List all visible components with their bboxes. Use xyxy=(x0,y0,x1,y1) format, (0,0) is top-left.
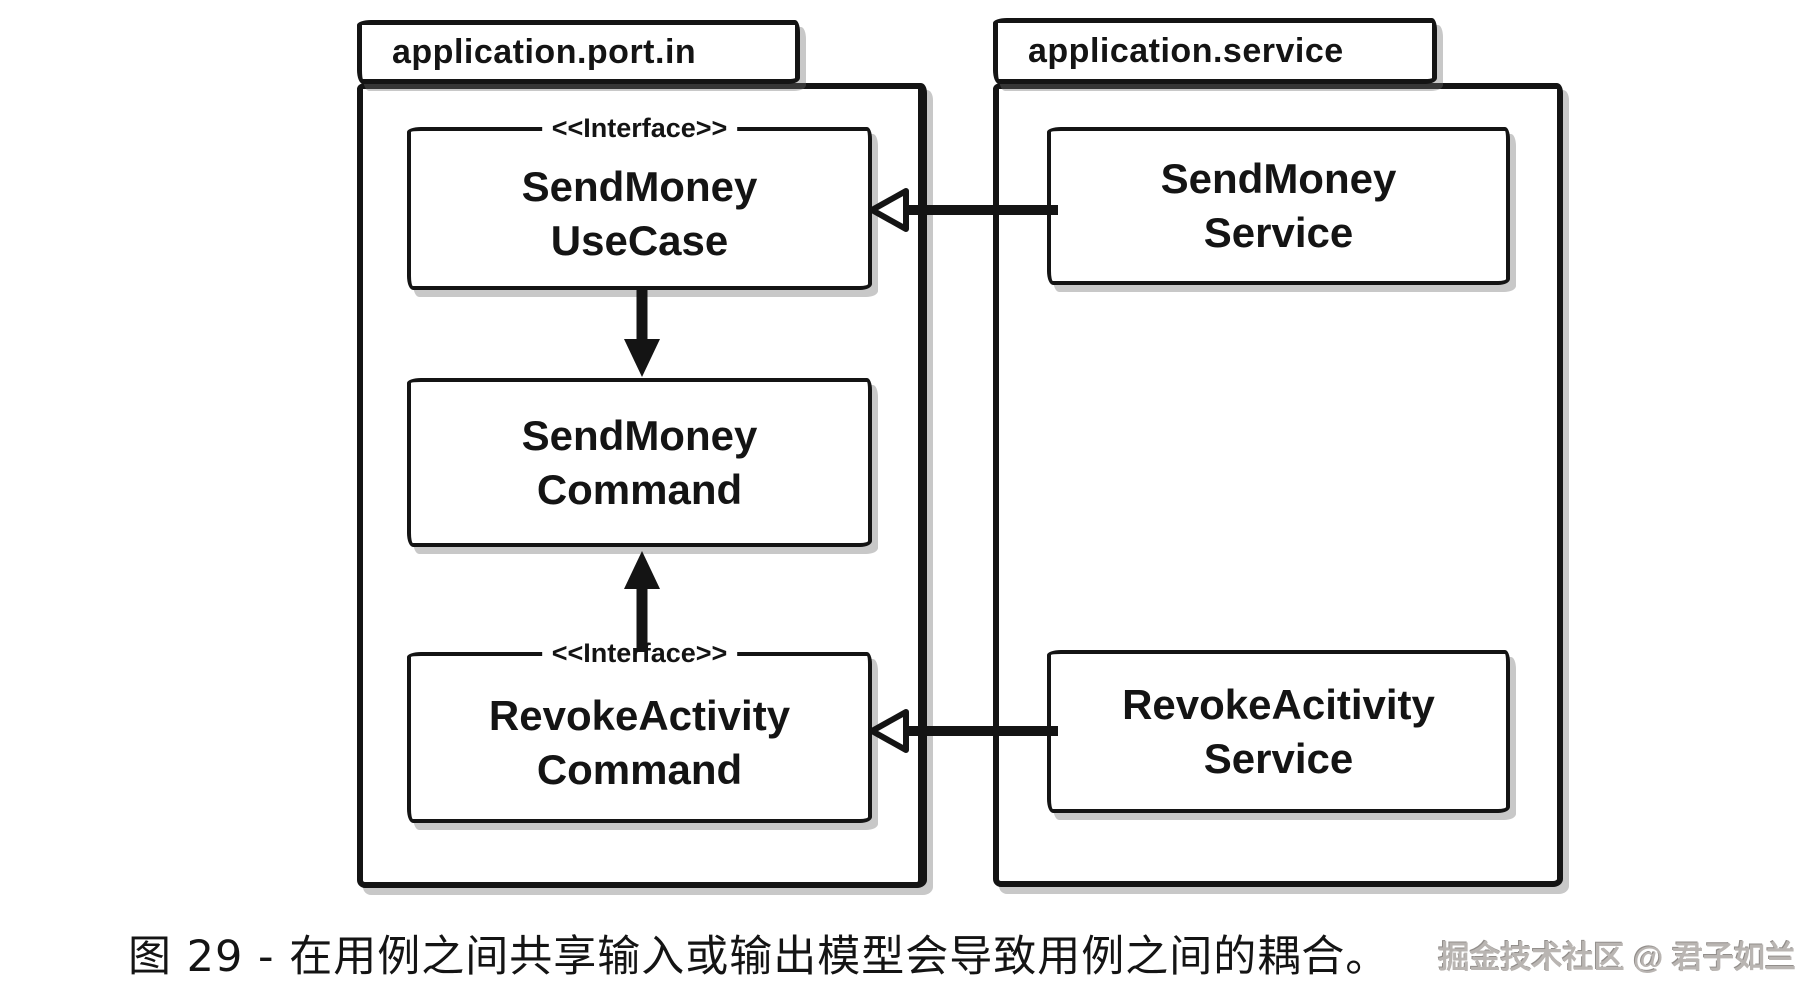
node-label-line: Service xyxy=(1203,209,1354,256)
node-label-line: Command xyxy=(536,745,743,793)
arrow-usecase-to-command xyxy=(624,289,660,377)
arrow-revokecommand-to-command xyxy=(624,551,660,652)
node-label-line: SendMoney xyxy=(521,411,758,459)
package-label-port-in: application.port.in xyxy=(392,32,697,71)
node-label-line: UseCase xyxy=(550,216,729,264)
stereotype-interface: <<Interface>> xyxy=(541,113,738,144)
node-label-line: Service xyxy=(1203,734,1354,782)
node-sendmoney-command: SendMoney Command xyxy=(407,378,872,547)
node-revokeacitivity-service: RevokeAcitivity Service xyxy=(1047,650,1510,813)
node-revokeactivity-command: <<Interface>> RevokeActivity Command xyxy=(407,638,872,823)
figure-caption: 图 29 - 在用例之间共享输入或输出模型会导致用例之间的耦合。 xyxy=(128,932,1390,982)
package-label-service: application.service xyxy=(1028,31,1344,70)
node-label-line: RevokeActivity xyxy=(488,691,791,739)
dependency-arrow-service-to-usecase xyxy=(869,188,1058,232)
node-label-line: SendMoney xyxy=(521,162,758,210)
node-label-line: Command xyxy=(536,465,743,513)
package-tab-port-in: application.port.in xyxy=(357,20,800,84)
node-sendmoney-usecase: <<Interface>> SendMoney UseCase xyxy=(407,113,872,290)
dependency-arrow-service-to-revokecommand xyxy=(869,709,1058,753)
watermark-text: 掘金技术社区 @ 君子如兰 xyxy=(1438,940,1796,975)
package-tab-service: application.service xyxy=(993,18,1437,84)
node-label-line: RevokeAcitivity xyxy=(1122,680,1435,728)
node-label-line: SendMoney xyxy=(1160,155,1397,203)
node-sendmoney-service: SendMoney Service xyxy=(1047,127,1510,285)
